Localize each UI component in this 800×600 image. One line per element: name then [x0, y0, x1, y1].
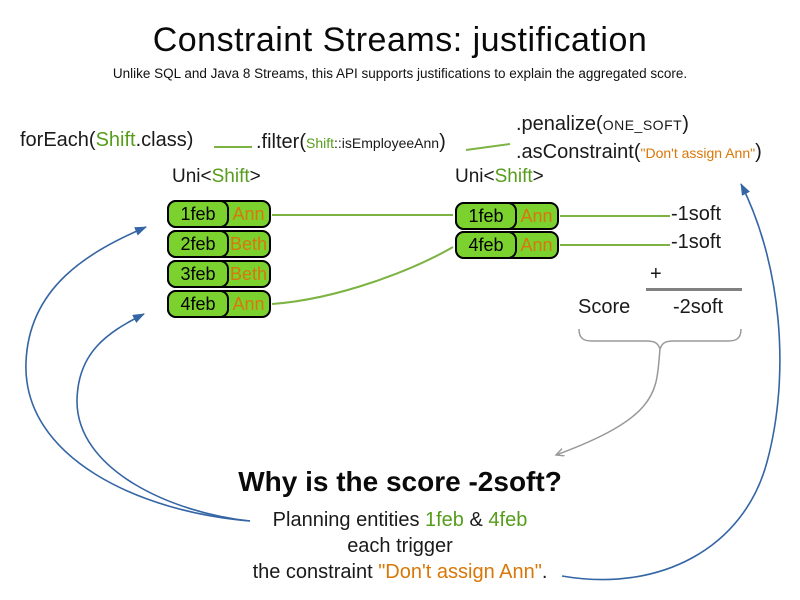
shift-employee: Ann: [520, 205, 553, 226]
code-filter-arg-rest: ::isEmployeeAnn: [334, 135, 440, 151]
code-foreach-class: Shift: [95, 129, 136, 151]
code-foreach: forEach(Shift.class): [20, 129, 193, 152]
match-weight-1: -1soft: [671, 203, 722, 225]
table-row: 1feb Ann: [455, 202, 559, 230]
connector-filter-to-penalize: [465, 143, 511, 151]
shift-employee: Ann: [232, 293, 265, 314]
code-penalize-suffix: ): [682, 113, 689, 135]
explanation-heading: Why is the score -2soft?: [238, 466, 562, 497]
table-row: 4feb Ann: [455, 231, 559, 259]
explanation-line3-prefix: the constraint: [252, 561, 379, 583]
stream-label-left-prefix: Uni<: [172, 166, 212, 187]
match-weight-2: -1soft: [671, 231, 722, 253]
explanation-constraint-name: "Don't assign Ann": [378, 561, 542, 583]
shift-date: 4feb: [167, 290, 229, 318]
stream-label-right: Uni<Shift>: [455, 166, 544, 188]
code-filter-suffix: ): [439, 131, 446, 153]
explanation-entity-1feb: 1feb: [425, 509, 464, 531]
stream-label-left: Uni<Shift>: [172, 166, 261, 188]
shift-date: 4feb: [455, 231, 517, 259]
score-label: Score: [578, 296, 631, 318]
code-penalize-prefix: .penalize(: [516, 113, 603, 135]
code-filter-prefix: .filter(: [256, 131, 306, 153]
sum-divider: [646, 288, 742, 291]
code-asconstraint: .asConstraint("Don't assign Ann"): [516, 141, 762, 164]
score-value: -2soft: [673, 296, 724, 318]
code-penalize-arg: ONE_SOFT: [602, 117, 683, 133]
explanation-line3: the constraint "Don't assign Ann".: [0, 561, 800, 584]
shift-date: 2feb: [167, 230, 229, 258]
shift-date: 1feb: [455, 202, 517, 230]
code-asconstraint-arg: "Don't assign Ann": [640, 145, 756, 161]
table-row: 4feb Ann: [167, 290, 271, 318]
stream-label-right-prefix: Uni<: [455, 166, 495, 187]
shift-employee: Ann: [520, 234, 553, 255]
table-row: 1feb Ann: [167, 200, 271, 228]
stream-label-left-type: Shift: [211, 166, 250, 187]
shift-employee: Beth: [229, 233, 268, 254]
connector-left-4feb-to-right-4feb: [271, 246, 454, 305]
code-foreach-prefix: forEach(: [20, 129, 96, 151]
page-title: Constraint Streams: justification: [152, 21, 648, 59]
code-filter-arg-class: Shift: [306, 135, 335, 151]
shift-employee: Ann: [232, 203, 265, 224]
explanation-line1-prefix: Planning entities: [272, 509, 425, 531]
shift-employee: Beth: [229, 263, 268, 284]
table-row: 2feb Beth: [167, 230, 271, 258]
table-row: 3feb Beth: [167, 260, 271, 288]
code-penalize: .penalize(ONE_SOFT): [516, 113, 689, 136]
explanation-line1: Planning entities 1feb & 4feb: [0, 509, 800, 532]
code-filter: .filter(Shift::isEmployeeAnn): [256, 131, 446, 154]
stream-label-right-suffix: >: [532, 166, 544, 187]
shift-date: 1feb: [167, 200, 229, 228]
stream-label-right-type: Shift: [494, 166, 533, 187]
score-brace: [578, 328, 742, 352]
arrow-score-to-why: [556, 348, 661, 455]
plus-sign: +: [650, 263, 662, 285]
explanation-line2: each trigger: [347, 535, 453, 557]
stream-label-left-suffix: >: [249, 166, 261, 187]
code-foreach-suffix: .class): [135, 129, 194, 151]
code-asconstraint-prefix: .asConstraint(: [516, 141, 641, 163]
explanation-line1-amp: &: [463, 509, 489, 531]
explanation-entity-4feb: 4feb: [488, 509, 528, 531]
page-subtitle: Unlike SQL and Java 8 Streams, this API …: [112, 66, 688, 81]
shift-date: 3feb: [167, 260, 229, 288]
explanation-line3-suffix: .: [541, 561, 548, 583]
code-asconstraint-suffix: ): [755, 141, 762, 163]
